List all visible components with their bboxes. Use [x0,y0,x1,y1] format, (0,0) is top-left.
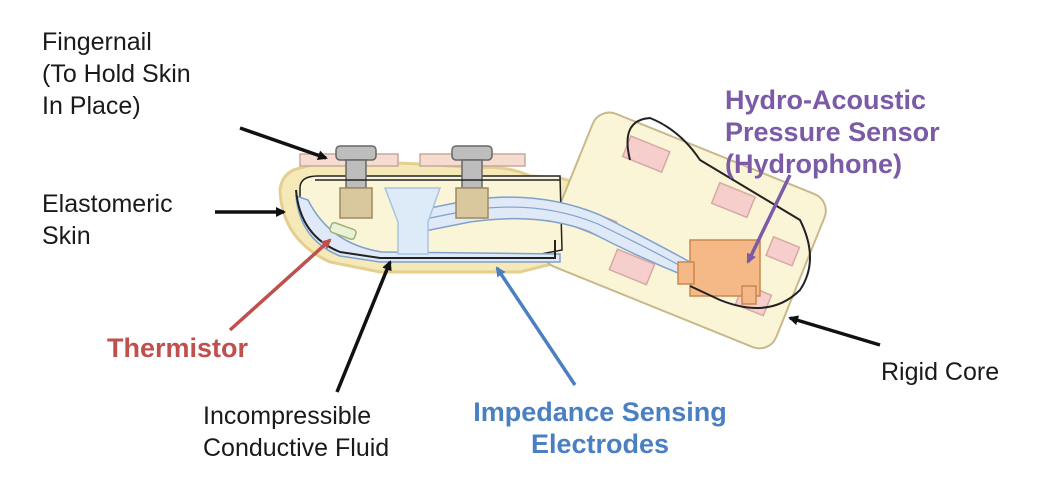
circuit-pad [710,181,757,219]
arrow-hydrophone [746,174,792,264]
arrow-rigid-core [788,315,881,347]
screw-right [451,145,493,219]
core-wire [626,116,811,309]
label-rigid-core: Rigid Core [881,358,1000,386]
hydrophone-shape [677,239,761,305]
thermistor-shape [329,221,357,241]
label-thermistor: Thermistor [107,333,249,363]
arrow-electrodes [495,266,577,386]
arrow-thermistor [228,238,332,332]
circuit-pad [765,235,801,267]
label-fingernail: Fingernail (To Hold Skin In Place) [42,28,191,120]
screw-left [335,145,377,219]
label-hydrophone: Hydro-Acoustic Pressure Sensor (Hydropho… [725,85,940,179]
label-impedance-electrodes: Impedance Sensing Electrodes [473,397,727,459]
arrow-fingernail [239,126,328,161]
conductive-fluid-shape [295,194,561,263]
electrode-trace [295,189,556,259]
label-elastomeric-skin: Elastomeric Skin [42,190,173,250]
arrow-fluid [335,260,392,393]
label-conductive-fluid: Incompressible Conductive Fluid [203,402,390,462]
circuit-pad [608,248,656,286]
fill-funnel [383,187,442,255]
